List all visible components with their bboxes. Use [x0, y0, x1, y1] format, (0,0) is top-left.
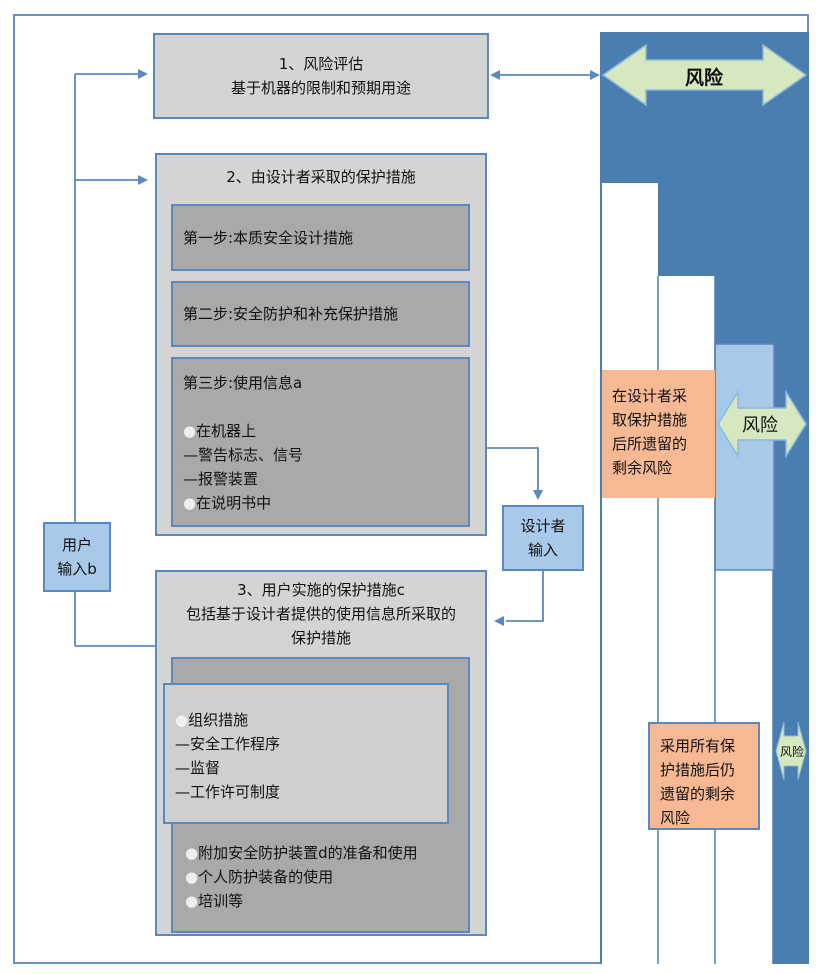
step2-box: 第二步:安全防护和补充保护措施: [171, 281, 470, 347]
residual1-line1: 在设计者采: [612, 387, 688, 405]
bullet-icon: ●: [185, 868, 199, 886]
bullet-icon: ●: [183, 422, 197, 440]
step3-item-4: ●在说明书中: [183, 494, 272, 512]
risk-assessment-title: 1、风险评估: [278, 55, 364, 73]
residual2-line4: 风险: [660, 809, 691, 827]
risk-assessment-box: 1、风险评估 基于机器的限制和预期用途: [153, 33, 489, 119]
step3-item-2: —警告标志、信号: [183, 446, 304, 464]
designer-measures-title: 2、由设计者采取的保护措施: [226, 168, 416, 186]
inner-item-2: —安全工作程序: [175, 735, 281, 753]
risk-arrow-large: [601, 43, 808, 107]
inner-item-4: —工作许可制度: [175, 783, 281, 801]
outer-item-1: ●附加安全防护装置d的准备和使用: [185, 844, 418, 862]
designer-input-line1: 设计者: [520, 517, 566, 535]
user-input-line1: 用户: [61, 536, 92, 554]
residual2-line1: 采用所有保: [660, 737, 736, 755]
outer-item-2: ●个人防护装备的使用: [185, 868, 334, 886]
residual1-line2: 取保护措施: [612, 411, 688, 429]
residual-risk-final-box: 采用所有保 护措施后仍 遗留的剩余 风险: [648, 722, 760, 830]
designer-input-box: 设计者 输入: [502, 505, 584, 571]
risk-label-large: 风险: [684, 66, 723, 89]
organizational-measures-box: ●组织措施 —安全工作程序 —监督 —工作许可制度: [163, 683, 449, 824]
step3-item-1: ●在机器上: [183, 422, 257, 440]
inner-item-3: —监督: [175, 759, 221, 777]
bullet-icon: ●: [175, 711, 189, 729]
step1-box: 第一步:本质安全设计措施: [171, 204, 470, 271]
step3-item-3: —报警装置: [183, 470, 259, 488]
step2-label: 第二步:安全防护和补充保护措施: [183, 305, 399, 323]
risk-arrow-medium: [717, 389, 807, 459]
user-input-box: 用户 输入b: [43, 522, 111, 592]
outer-item-3: ●培训等: [185, 892, 244, 910]
residual2-line2: 护措施后仍: [660, 761, 736, 779]
designer-input-line2: 输入: [527, 541, 558, 559]
step1-label: 第一步:本质安全设计措施: [183, 228, 354, 247]
residual-risk-designer-box: 在设计者采 取保护措施 后所遗留的 剩余风险: [602, 370, 715, 498]
step3-box: 第三步:使用信息a ●在机器上 —警告标志、信号 —报警装置 ●在说明书中: [171, 357, 470, 527]
user-measures-subtitle-1: 包括基于设计者提供的使用信息所采取的: [185, 605, 456, 623]
residual1-line4: 剩余风险: [612, 459, 673, 477]
user-measures-title: 3、用户实施的保护措施c: [237, 581, 405, 599]
step3-title: 第三步:使用信息a: [183, 374, 303, 392]
residual1-line3: 后所遗留的: [612, 435, 688, 453]
risk-step-1: [602, 183, 658, 964]
risk-assessment-subtitle: 基于机器的限制和预期用途: [230, 79, 411, 97]
residual2-line3: 遗留的剩余: [660, 785, 736, 803]
bullet-icon: ●: [185, 892, 199, 910]
risk-label-medium: 风险: [742, 415, 778, 436]
inner-item-1: ●组织措施: [175, 711, 249, 729]
risk-arrow-small: [775, 721, 807, 781]
bullet-icon: ●: [183, 494, 197, 512]
user-measures-subtitle-2: 保护措施: [290, 629, 351, 647]
bullet-icon: ●: [185, 844, 199, 862]
risk-label-small: 风险: [779, 744, 804, 759]
risk-light-column: [714, 343, 775, 571]
user-input-line2: 输入b: [57, 560, 97, 578]
